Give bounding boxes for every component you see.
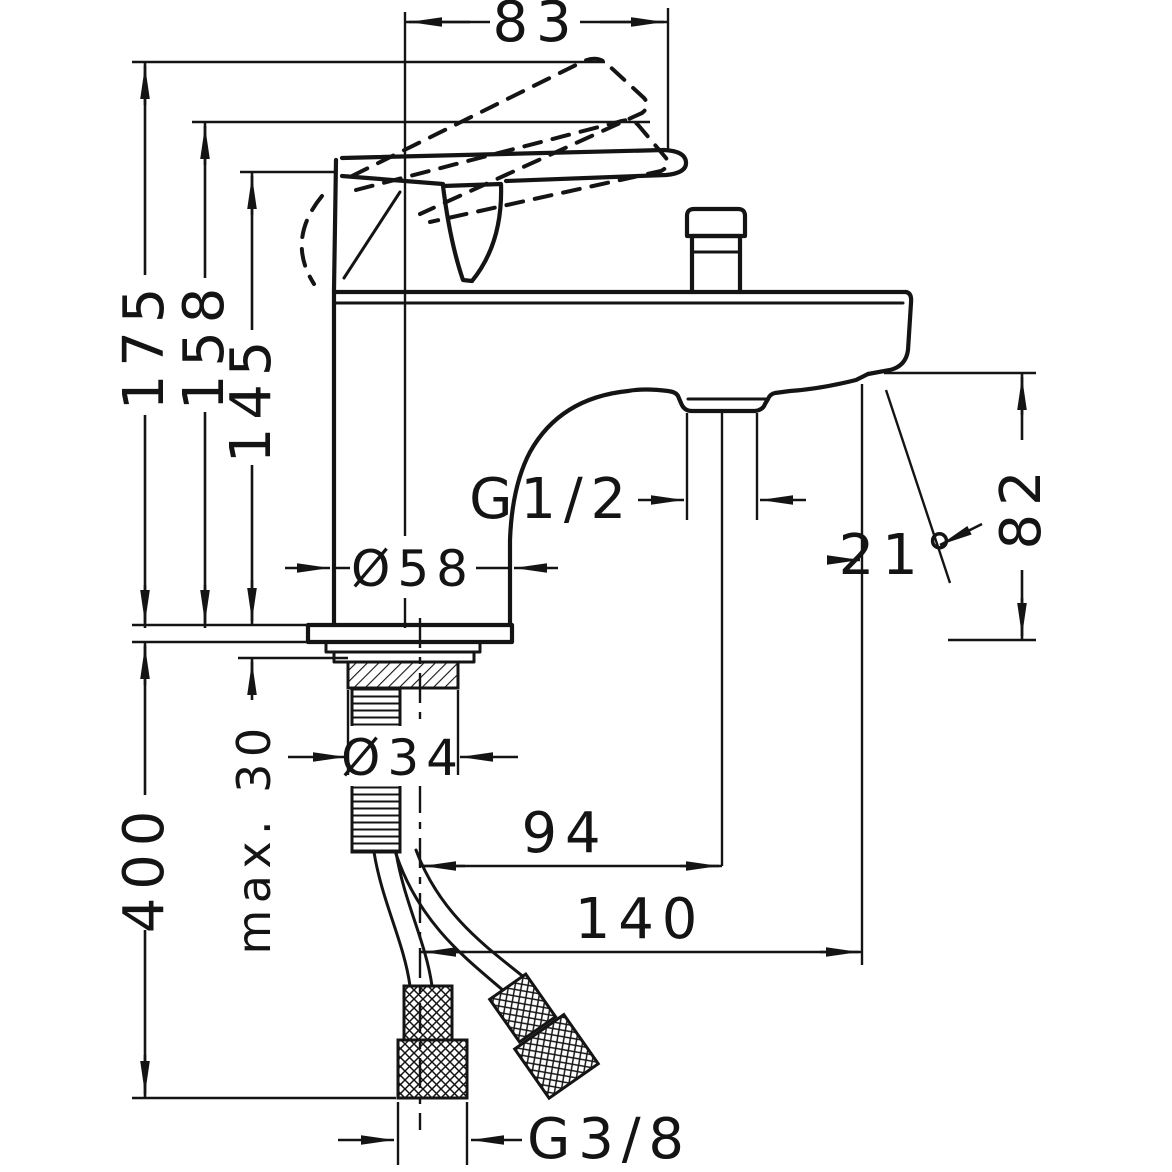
dim-width-top-label: 83: [493, 0, 580, 55]
dimension-labels: 83 175 158 145 400 max. 30 Ø58 Ø34 G1/2 …: [112, 0, 1054, 1172]
handle-raised-mid: [354, 118, 670, 224]
body-left-edge: [331, 157, 339, 628]
dim-dia-body-label: Ø58: [351, 540, 475, 598]
dimension-arrows: [140, 17, 1027, 1145]
base-flange: [305, 622, 515, 645]
supply-hoses: [372, 848, 601, 1101]
hose-a-sleeve: [402, 984, 454, 1042]
dim-thread-handshower-label: G1/2: [469, 467, 634, 532]
handle-travel-arc: [299, 194, 324, 286]
hose-b-nut: [512, 1012, 601, 1101]
dim-hose-length-label: 400: [112, 803, 177, 933]
extension-lines: [132, 8, 1036, 1165]
hose-a-left: [372, 850, 412, 988]
dim-max-deck-label: max. 30: [227, 721, 281, 954]
washer-upper: [324, 640, 482, 654]
faucet-handle: [339, 147, 689, 284]
knob-body: [689, 233, 743, 295]
dim-height-overall-label: 175: [112, 280, 177, 410]
handle-grip: [440, 181, 504, 284]
dim-height-spout-label: 82: [989, 463, 1054, 550]
knob-cap: [684, 206, 748, 239]
dim-thread-supply-label: G3/8: [527, 1107, 692, 1172]
hose-b-right: [414, 848, 527, 980]
label-bg-o34: [350, 726, 456, 786]
hose-b-fitting: [487, 972, 601, 1101]
hose-b-left: [394, 852, 507, 994]
dim-height-body-label: 145: [219, 333, 284, 463]
spout-right-edge: [865, 289, 914, 377]
handle-positions-dashed: [299, 56, 670, 286]
angle-slant-line: [884, 389, 952, 584]
dim-offset-spout-label: 140: [575, 887, 705, 952]
spout-underside: [507, 371, 871, 628]
arrow-21-r: [939, 522, 983, 547]
handle-neck-line: [342, 190, 402, 280]
faucet-body: [331, 157, 914, 628]
dim-angle-outlet-label: 21°: [839, 523, 962, 588]
hose-a-nut: [396, 1038, 469, 1100]
handle-raised-high: [350, 56, 649, 216]
hose-a-right: [394, 850, 434, 988]
hose-b-sleeve: [487, 972, 558, 1045]
dim-offset-outlet-label: 94: [522, 801, 609, 866]
dim-height-lever-label: 158: [172, 280, 237, 410]
diverter-knob: [684, 206, 748, 295]
label-bg-o58: [350, 536, 476, 598]
dim-dia-shank-label: Ø34: [341, 729, 465, 787]
shank-nut: [346, 660, 460, 690]
handle-lever: [339, 147, 689, 184]
